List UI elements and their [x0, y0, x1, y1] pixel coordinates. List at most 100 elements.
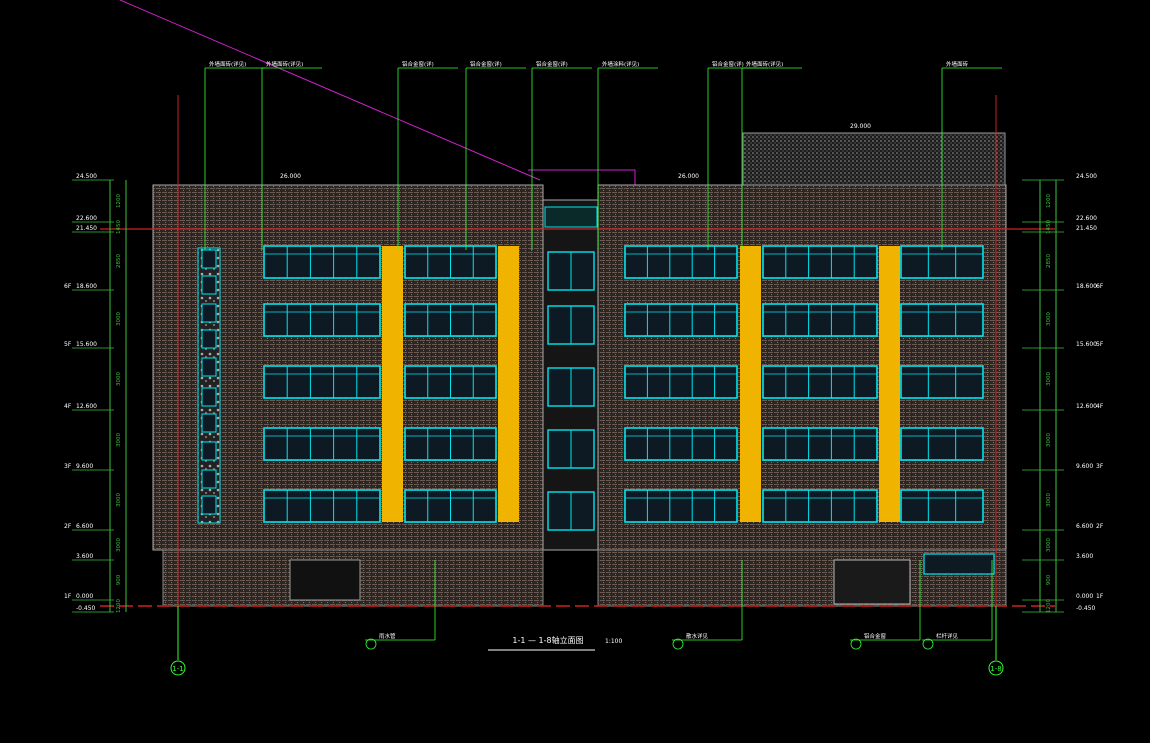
callout-text: 外墙面砖(详见): [209, 60, 246, 68]
axis-label-left: 1-1: [172, 665, 183, 673]
dimension-value: 3000: [1046, 493, 1052, 507]
window-band: [762, 427, 878, 461]
detail-bubble: [365, 638, 377, 650]
pilaster-window: [201, 469, 217, 489]
accent-column-4: [879, 246, 900, 522]
elevation-label: 6.600: [76, 523, 93, 530]
elevation-label: 6.600: [1076, 523, 1093, 530]
pilaster-window: [201, 249, 217, 269]
window-band: [900, 303, 984, 337]
window-band: [762, 365, 878, 399]
window-band: [762, 489, 878, 523]
elevation-label: 22.600: [1076, 215, 1097, 222]
elevation-label: 18.600: [76, 283, 97, 290]
callout-text: 外墙面砖: [946, 60, 969, 68]
dimension-value: 3000: [1046, 538, 1052, 552]
elevation-label: 9.600: [1076, 463, 1093, 470]
dimension-value: 2850: [116, 254, 122, 268]
floor-tag: 3F: [1096, 463, 1104, 470]
pilaster-window: [201, 357, 217, 377]
callout-leaders: 外墙面砖(详见)外墙面砖(详见)铝合金窗(详)铝合金窗(详)铝合金窗(详)外墙涂…: [204, 60, 1002, 650]
callout-text: 散水详见: [686, 632, 709, 640]
floor-tag: 2F: [1096, 523, 1104, 530]
stair-window-grid: [547, 251, 595, 531]
window-band: [900, 427, 984, 461]
drawing-title: 1-1 — 1-8轴立面图: [512, 635, 583, 645]
detail-bubble: [672, 638, 684, 650]
callout-text: 铝合金窗(详): [536, 60, 568, 68]
dimension-value: 1200: [116, 599, 122, 613]
roof-elevation-label: 26.000: [678, 173, 699, 180]
elevation-label: 24.500: [76, 173, 97, 180]
drawing-scale: 1:100: [605, 638, 622, 645]
elevation-label: 21.450: [76, 225, 97, 232]
ground-window-group: [923, 553, 995, 575]
dimension-value: 3000: [116, 433, 122, 447]
magenta-roof-outline: [528, 169, 636, 185]
accent-column-3: [740, 246, 761, 522]
pilaster-window: [201, 303, 217, 323]
dimension-value: 1450: [1046, 220, 1052, 234]
dimension-value: 3000: [116, 312, 122, 326]
floor-tag: 1F: [64, 593, 72, 600]
elevation-label: 21.450: [1076, 225, 1097, 232]
entrance-opening: [289, 559, 361, 601]
pilaster-window: [201, 275, 217, 295]
elevation-label: 0.000: [1076, 593, 1093, 600]
floor-tag: 4F: [64, 403, 72, 410]
callout-text: 外墙涂料(详见): [602, 60, 639, 68]
floor-tag: 5F: [1096, 341, 1104, 348]
callout-text: 外墙面砖(详见): [746, 60, 783, 68]
detail-bubble: [850, 638, 862, 650]
elevation-label: 15.600: [76, 341, 97, 348]
window-grid: [201, 245, 984, 523]
dimension-value: 1200: [1046, 599, 1052, 613]
accent-column-2: [498, 246, 519, 522]
elevation-label: 3.600: [76, 553, 93, 560]
pilaster-window: [201, 441, 217, 461]
roof-elevation-label: 29.000: [850, 123, 871, 130]
callout-text: 铝合金窗: [864, 632, 887, 640]
window-band: [624, 245, 738, 279]
window-band: [624, 303, 738, 337]
roof-equipment-screen: [742, 132, 1006, 186]
elevation-label: 0.000: [76, 593, 93, 600]
dimension-value: 1200: [116, 194, 122, 208]
elevation-label: 18.600: [1076, 283, 1097, 290]
dimension-value: 3000: [116, 372, 122, 386]
elevation-label: 12.600: [76, 403, 97, 410]
stair-core-louvre: [544, 206, 598, 228]
accent-column-1: [382, 246, 403, 522]
window-band: [900, 365, 984, 399]
callout-text: 铝合金窗(详): [470, 60, 502, 68]
window-band: [762, 303, 878, 337]
floor-tag: 5F: [64, 341, 72, 348]
elevation-label: -0.450: [76, 605, 96, 612]
pilaster-window: [201, 413, 217, 433]
dimension-value: 900: [1046, 574, 1052, 585]
dimension-value: 3000: [1046, 312, 1052, 326]
elevation-label: 22.600: [76, 215, 97, 222]
callout-text: 雨水管: [379, 632, 396, 640]
dimension-value: 900: [116, 574, 122, 585]
floor-tag: 4F: [1096, 403, 1104, 410]
dimension-value: 3000: [1046, 372, 1052, 386]
elevation-label: 3.600: [1076, 553, 1093, 560]
window-band: [624, 365, 738, 399]
window-band: [263, 245, 381, 279]
dimension-value: 3000: [1046, 433, 1052, 447]
elevation-label: 12.600: [1076, 403, 1097, 410]
pilaster-window: [201, 329, 217, 349]
magenta-guide-line: [119, 0, 541, 181]
window-band: [762, 245, 878, 279]
callout-text: 铝合金窗(详): [712, 60, 744, 68]
axis-label-right: 1-8: [990, 665, 1001, 673]
pilaster-window: [201, 387, 217, 407]
window-band: [900, 489, 984, 523]
dimension-lines: 24.500 1200 22.600 1450 21.450 2850 18.600 3000…: [64, 123, 1104, 613]
window-band: [263, 489, 381, 523]
dimension-value: 2850: [1046, 254, 1052, 268]
callout-text: 铝合金窗(详): [402, 60, 434, 68]
axis-bubble-right: [988, 660, 1004, 676]
